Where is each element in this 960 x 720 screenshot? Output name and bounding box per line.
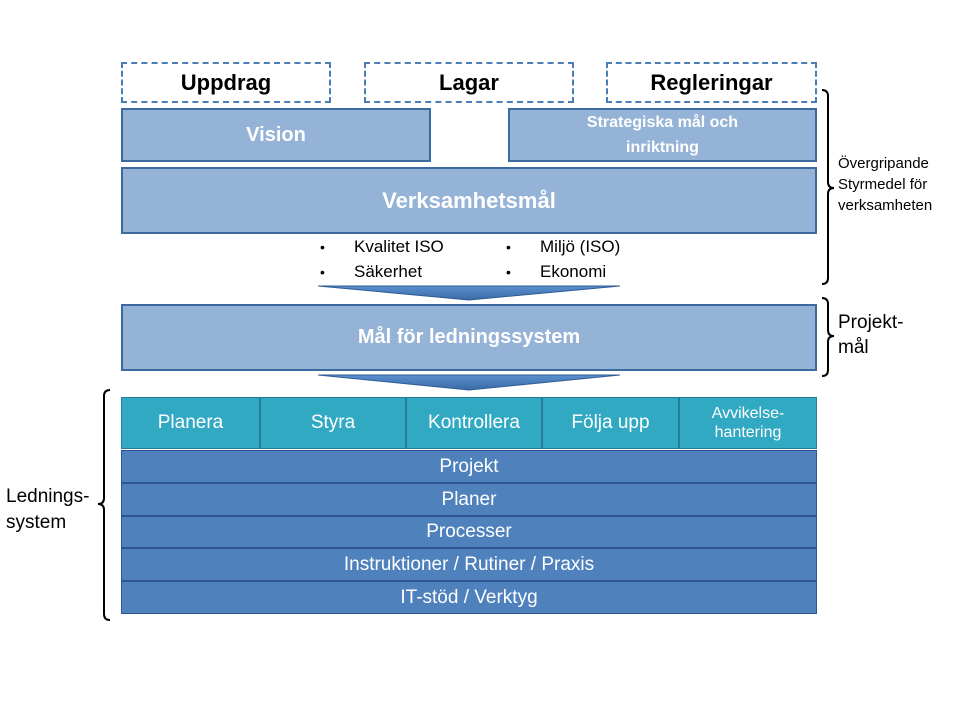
vision-box: Vision: [121, 108, 431, 162]
activity-cell: Kontrollera: [406, 397, 542, 449]
down-arrow-bottom: [317, 374, 621, 391]
strategic-label: Strategiska mål och inriktning: [586, 114, 739, 156]
lagar-label: Lagar: [439, 69, 499, 95]
activity-cell: Planera: [121, 397, 260, 449]
activity-cell: Avvikelse-hantering: [679, 397, 817, 449]
mgmt-goals-box: Mål för ledningssystem: [121, 304, 817, 371]
strategic-box: Strategiska mål och inriktning: [508, 108, 817, 162]
layer-row: Planer: [121, 483, 817, 516]
layer-row: Projekt: [121, 450, 817, 483]
bullet-item: •Ekonomi: [506, 262, 607, 281]
regleringar-label: Regleringar: [650, 69, 773, 95]
project-goals-label: Projekt-mål: [838, 312, 904, 358]
regleringar-box: Regleringar: [606, 62, 817, 103]
down-arrow-top: [317, 285, 621, 301]
bullet-item: •Miljö (ISO): [506, 237, 621, 256]
brace-mgmt: [97, 389, 111, 621]
bullet-item: •Säkerhet: [320, 262, 423, 281]
brace-project: [821, 297, 835, 377]
mgmt-goals-label: Mål för ledningssystem: [357, 326, 581, 348]
layer-row: IT-stöd / Verktyg: [121, 581, 817, 614]
bullet-item: •Kvalitet ISO: [320, 237, 444, 256]
layer-row: Instruktioner / Rutiner / Praxis: [121, 548, 817, 581]
mgmt-system-label: Lednings-system: [6, 486, 90, 533]
uppdrag-box: Uppdrag: [121, 62, 331, 103]
layer-row: Processer: [121, 516, 817, 548]
activity-cell: Följa upp: [542, 397, 679, 449]
overarching-label: Övergripande Styrmedel för verksamheten: [838, 155, 933, 214]
activity-cell: Styra: [260, 397, 406, 449]
vision-label: Vision: [246, 123, 306, 146]
brace-overarching: [821, 89, 835, 285]
uppdrag-label: Uppdrag: [180, 69, 272, 95]
business-goals-label: Verksamhetsmål: [382, 187, 556, 213]
lagar-box: Lagar: [364, 62, 574, 103]
business-goals-box: Verksamhetsmål: [121, 167, 817, 234]
